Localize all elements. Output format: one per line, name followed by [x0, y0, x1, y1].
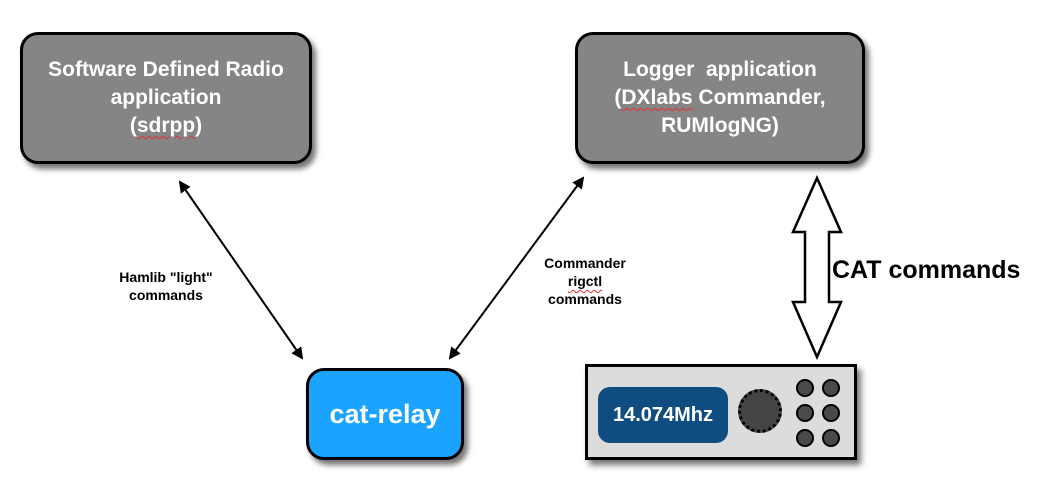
radio-button-icon — [822, 404, 840, 422]
cat-double-arrow — [791, 174, 843, 361]
radio-transceiver: 14.074Mhz — [585, 364, 857, 460]
logger-paren-open: ( — [614, 86, 622, 109]
frequency-display: 14.074Mhz — [598, 387, 728, 443]
radio-button-icon — [796, 404, 814, 422]
arrow-sdr-relay — [178, 180, 304, 360]
logger-title-line3: RUMlogNG) — [661, 114, 779, 137]
sdr-title-line2: application — [110, 86, 222, 109]
radio-button-icon — [796, 379, 814, 397]
commander-label-line2-wrap: rigctl — [520, 272, 650, 290]
cat-relay-label: cat-relay — [329, 399, 441, 429]
arrow-logger-relay — [448, 176, 585, 360]
tuning-knob-icon — [738, 389, 782, 433]
logger-title-line1: Logger application — [623, 58, 817, 81]
sdr-application-box: Software Defined Radio application (sdrp… — [20, 32, 312, 164]
hamlib-edge-label: Hamlib "light" commands — [96, 268, 236, 304]
commander-edge-label: Commander rigctl commands — [520, 254, 650, 308]
logger-title-line2: (DXlabs Commander, — [614, 84, 825, 112]
logger-dxlabs-word: DXlabs — [621, 86, 693, 109]
radio-button-icon — [796, 429, 814, 447]
sdr-title-line1: Software Defined Radio — [48, 58, 284, 81]
radio-button-icon — [822, 429, 840, 447]
cat-relay-box: cat-relay — [306, 368, 464, 460]
sdr-app-name: sdrpp — [136, 114, 196, 137]
hamlib-label-line2: commands — [129, 287, 203, 303]
commander-label-line3: commands — [548, 291, 622, 307]
sdr-title-line3: (sdrpp) — [130, 112, 202, 140]
commander-label-line2: rigctl — [567, 273, 603, 289]
radio-button-icon — [822, 379, 840, 397]
sdr-paren-close: ) — [195, 114, 203, 137]
hamlib-label-line1: Hamlib "light" — [119, 269, 213, 285]
logger-commander-word: Commander, — [692, 86, 826, 109]
sdr-paren-open: ( — [129, 114, 137, 137]
cat-commands-label: CAT commands — [832, 256, 1021, 284]
logger-application-box: Logger application (DXlabs Commander, RU… — [575, 32, 865, 164]
commander-label-line1: Commander — [544, 255, 626, 271]
